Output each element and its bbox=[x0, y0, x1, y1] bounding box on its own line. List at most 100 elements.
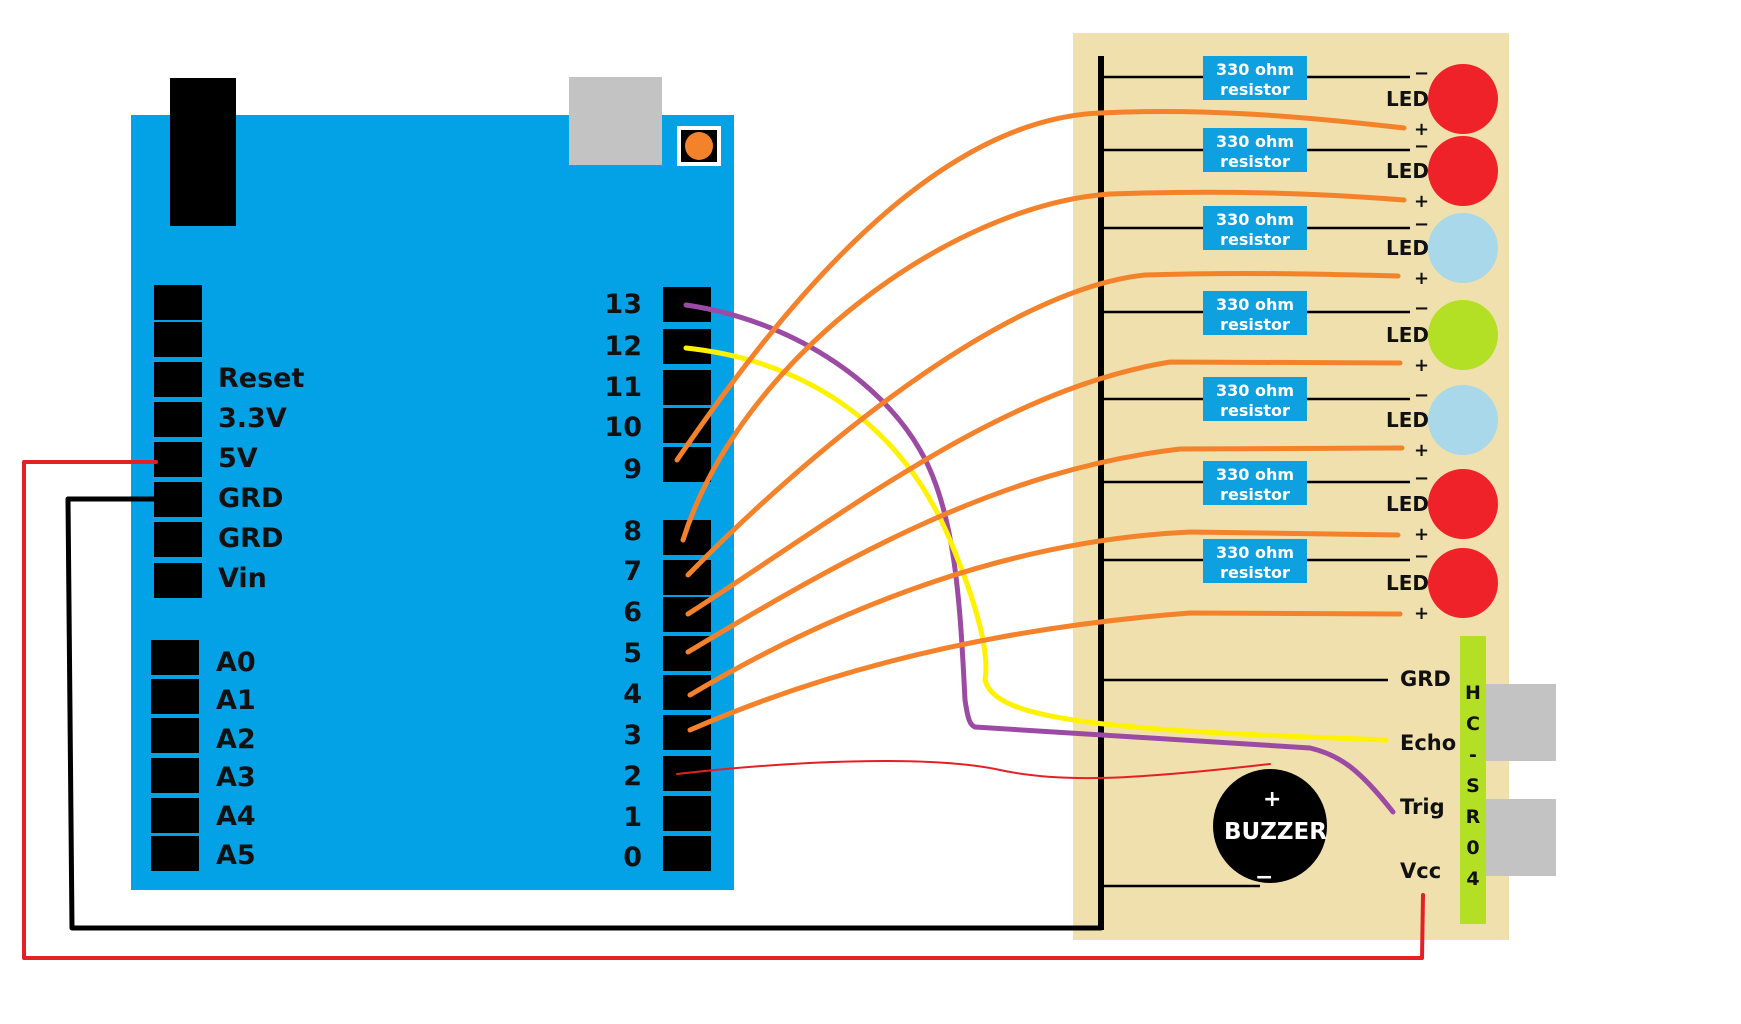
analog-pin-label: A0 bbox=[216, 647, 256, 678]
digital-header-pin bbox=[663, 675, 711, 710]
left-pin-label: Vin bbox=[218, 563, 267, 594]
digital-pin-label: 7 bbox=[623, 556, 642, 587]
led-label: LED bbox=[1386, 408, 1429, 432]
led-minus-sign: − bbox=[1414, 468, 1429, 489]
analog-header-pin bbox=[151, 836, 199, 871]
resistor bbox=[1203, 56, 1307, 100]
wire-pin4-to-led6 bbox=[687, 529, 1401, 698]
left-header-pin bbox=[154, 522, 202, 557]
led-minus-sign: − bbox=[1414, 298, 1429, 319]
buzzer: + BUZZER − bbox=[1213, 769, 1327, 890]
digital-pin-label: 2 bbox=[623, 761, 642, 792]
left-header-pin bbox=[154, 322, 202, 357]
digital-pin-label: 8 bbox=[623, 516, 642, 547]
led-plus-sign: + bbox=[1414, 268, 1429, 289]
digital-pin-label: 12 bbox=[604, 331, 642, 362]
digital-pin-label: 6 bbox=[623, 597, 642, 628]
sensor-strip bbox=[1460, 636, 1486, 924]
analog-header-pin bbox=[151, 679, 199, 714]
left-header-pins bbox=[151, 285, 202, 871]
digital-pin-label: 10 bbox=[604, 412, 642, 443]
led-plus-sign: + bbox=[1414, 355, 1429, 376]
resistor-label-line1: 330 ohm bbox=[1216, 465, 1294, 484]
analog-pin-label: A3 bbox=[216, 762, 256, 793]
led bbox=[1428, 548, 1498, 618]
wire-5v-to-vcc bbox=[22, 460, 1425, 960]
digital-pin-label: 5 bbox=[623, 638, 642, 669]
buzzer-plus: + bbox=[1263, 787, 1281, 812]
left-pin-label: 3.3V bbox=[218, 403, 287, 434]
arduino-pcb bbox=[131, 115, 734, 890]
digital-pin-label: 1 bbox=[623, 802, 642, 833]
wires bbox=[22, 108, 1425, 960]
reset-button bbox=[685, 132, 713, 160]
led bbox=[1428, 385, 1498, 455]
digital-header-pin bbox=[663, 796, 711, 831]
led bbox=[1428, 136, 1498, 206]
resistor bbox=[1203, 206, 1307, 250]
left-header-pin bbox=[154, 402, 202, 437]
sensor-name-letter: C bbox=[1466, 713, 1480, 735]
led-plus-sign: + bbox=[1414, 119, 1429, 140]
led-minus-sign: − bbox=[1414, 214, 1429, 235]
left-header-pin bbox=[154, 285, 202, 320]
resistor-label-line1: 330 ohm bbox=[1216, 132, 1294, 151]
resistor-label-line2: resistor bbox=[1220, 401, 1290, 420]
resistor-label-line1: 330 ohm bbox=[1216, 210, 1294, 229]
led bbox=[1428, 64, 1498, 134]
resistor-label-line1: 330 ohm bbox=[1216, 295, 1294, 314]
analog-pin-label: A5 bbox=[216, 840, 256, 871]
sensor-name-letter: S bbox=[1466, 775, 1480, 797]
resistor-label-line2: resistor bbox=[1220, 563, 1290, 582]
resistor bbox=[1203, 539, 1307, 583]
buzzer-label: BUZZER bbox=[1224, 819, 1327, 845]
wire-pin3-to-led7 bbox=[687, 610, 1403, 733]
led-label: LED bbox=[1386, 571, 1429, 595]
led-label: LED bbox=[1386, 492, 1429, 516]
digital-header-pin bbox=[663, 560, 711, 595]
wire-pin6-to-led4 bbox=[685, 359, 1403, 617]
resistor bbox=[1203, 291, 1307, 335]
analog-header-pin bbox=[151, 798, 199, 833]
left-header-pin bbox=[154, 442, 202, 477]
led-label: LED bbox=[1386, 87, 1429, 111]
sensor-name-letter: 0 bbox=[1466, 837, 1479, 859]
led-minus-sign: − bbox=[1414, 63, 1429, 84]
left-pin-label: GRD bbox=[218, 483, 283, 514]
digital-pin-label: 3 bbox=[623, 720, 642, 751]
sensor-pin-grd: GRD bbox=[1400, 667, 1451, 691]
led-plus-sign: + bbox=[1414, 524, 1429, 545]
wire-pin8-to-led2 bbox=[680, 189, 1407, 543]
power-jack bbox=[170, 78, 236, 226]
analog-header-pin bbox=[151, 758, 199, 793]
wire-pin7-to-led3 bbox=[685, 270, 1401, 578]
resistor-label-line1: 330 ohm bbox=[1216, 60, 1294, 79]
left-pin-label: Reset bbox=[218, 363, 304, 394]
led-minus-sign: − bbox=[1414, 385, 1429, 406]
wire-pin2-to-buzzer bbox=[676, 760, 1271, 780]
left-header-pin bbox=[154, 362, 202, 397]
sensor-pin-trig: Trig bbox=[1400, 795, 1445, 819]
left-pin-label: 5V bbox=[218, 443, 258, 474]
sensor-pin-echo: Echo bbox=[1400, 731, 1456, 755]
resistor-label-line2: resistor bbox=[1220, 152, 1290, 171]
analog-header-pin bbox=[151, 718, 199, 753]
digital-pin-label: 11 bbox=[604, 372, 642, 403]
digital-header-pin bbox=[663, 715, 711, 750]
digital-header-pin bbox=[663, 370, 711, 405]
led-minus-sign: − bbox=[1414, 546, 1429, 567]
wire-pin5-to-led5 bbox=[685, 445, 1405, 655]
buzzer-minus: − bbox=[1255, 865, 1273, 890]
sensor-pin-vcc: Vcc bbox=[1400, 859, 1441, 883]
analog-pin-label: A1 bbox=[216, 685, 256, 716]
